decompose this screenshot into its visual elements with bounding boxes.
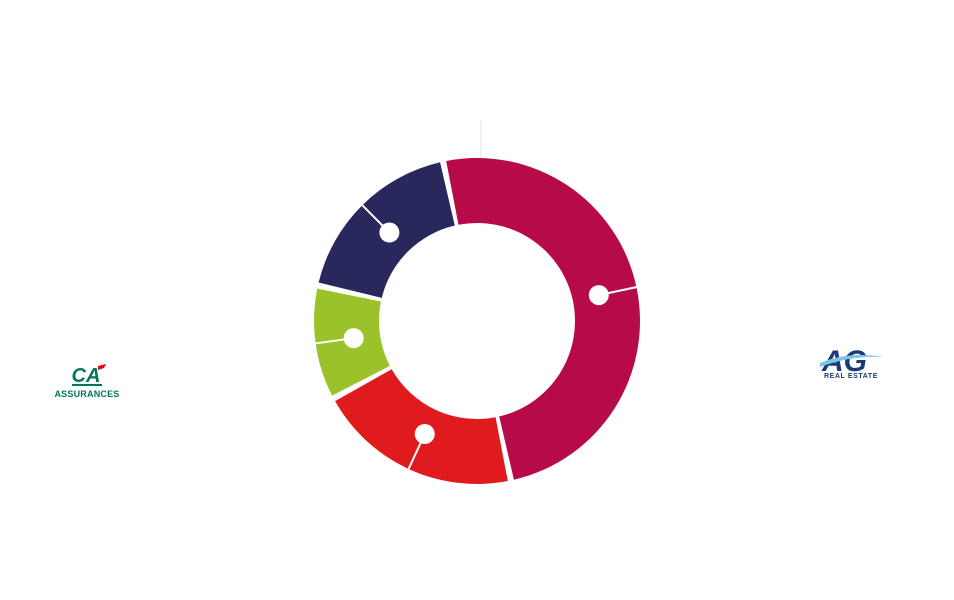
svg-text:CA: CA bbox=[72, 365, 101, 387]
ca-emblem-icon: CA bbox=[72, 364, 106, 387]
slice-marker-dot-4 bbox=[379, 222, 400, 243]
slice-markers bbox=[315, 120, 637, 470]
slice-marker-dot-1 bbox=[588, 285, 609, 306]
ag-emblem-icon: AG bbox=[820, 345, 884, 378]
credit-agricole-assurances-logo: CA ASSURANCES bbox=[48, 362, 126, 402]
ag-real-estate-logo: AG REAL ESTATE bbox=[818, 343, 888, 385]
slice-marker-dot-3 bbox=[343, 328, 364, 349]
donut-slice-1 bbox=[446, 158, 640, 480]
slice-marker-dot-2 bbox=[414, 424, 435, 445]
ca-logo-text: ASSURANCES bbox=[54, 389, 120, 399]
ag-logo-text: REAL ESTATE bbox=[823, 373, 879, 380]
